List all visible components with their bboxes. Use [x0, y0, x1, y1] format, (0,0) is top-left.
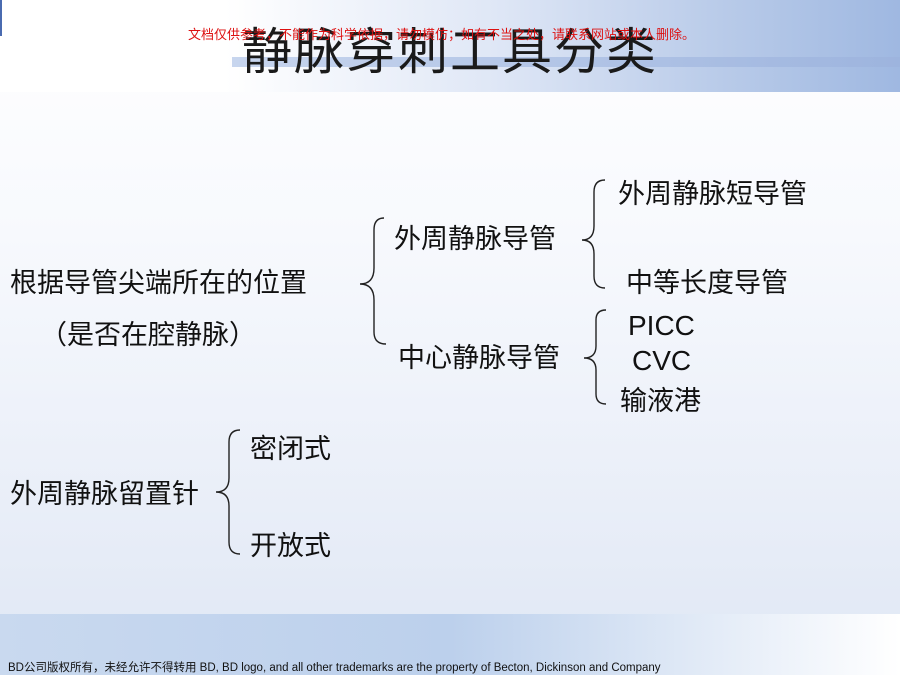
header-rule [232, 57, 900, 67]
slide-title: 静脉穿刺工具分类 [242, 23, 658, 81]
tree1-leaf-port: 输液港 [620, 386, 701, 417]
tree1-branch-central: 中心静脉导管 [398, 343, 560, 374]
brace-tree2 [215, 429, 241, 555]
copyright-footer: BD公司版权所有，未经允许不得转用 BD, BD logo, and all o… [8, 662, 661, 674]
corner-mark [0, 0, 2, 36]
footer-band [0, 614, 900, 675]
brace-peripheral [581, 179, 606, 289]
tree2-leaf-open: 开放式 [250, 531, 331, 562]
tree1-leaf-picc: PICC [628, 310, 695, 341]
tree2-leaf-closed: 密闭式 [250, 434, 331, 465]
tree1-leaf-midline: 中等长度导管 [626, 268, 788, 299]
tree1-root-line2: （是否在腔静脉） [40, 320, 256, 351]
tree1-branch-peripheral: 外周静脉导管 [394, 224, 556, 255]
brace-tree1-main [359, 217, 387, 345]
tree1-root-line1: 根据导管尖端所在的位置 [10, 268, 307, 299]
watermark-text: 文档仅供参考，不能作为科学依据，请勿模仿；如有不当之处，请联系网站或本人删除。 [188, 28, 696, 43]
header-band [0, 0, 900, 92]
tree1-leaf-short: 外周静脉短导管 [618, 179, 807, 210]
tree2-root: 外周静脉留置针 [10, 479, 199, 510]
brace-central [583, 309, 607, 405]
tree1-leaf-cvc: CVC [632, 345, 692, 376]
